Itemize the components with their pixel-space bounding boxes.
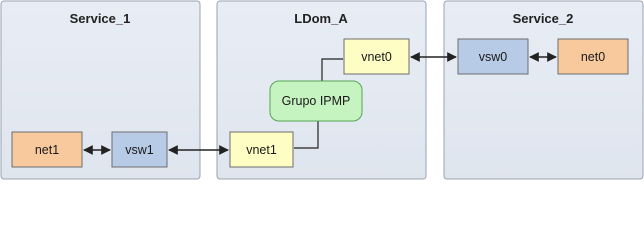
ipmp-to-vnet0-line	[321, 58, 343, 81]
service1-title: Service_1	[70, 11, 131, 26]
service2-panel	[443, 0, 644, 180]
vnet1-label: vnet1	[246, 143, 277, 157]
vnet1-node: vnet1	[229, 131, 294, 168]
vnet0-label: vnet0	[361, 50, 392, 64]
ldom-a-title: LDom_A	[294, 11, 348, 26]
ipmp-to-vnet1-line	[294, 121, 319, 149]
ipmp-group-node: Grupo IPMP	[269, 80, 363, 122]
net1-label: net1	[35, 143, 59, 157]
vnet0-node: vnet0	[343, 38, 410, 75]
diagram: Service_1 LDom_A Service_2 net1 vsw1 vne…	[0, 0, 644, 180]
net1-node: net1	[11, 131, 83, 168]
vsw0-node: vsw0	[457, 38, 529, 75]
net0-label: net0	[581, 50, 605, 64]
ipmp-group-label: Grupo IPMP	[282, 94, 351, 108]
vsw1-label: vsw1	[125, 143, 154, 157]
net0-node: net0	[557, 38, 629, 75]
vsw0-label: vsw0	[479, 50, 508, 64]
service2-title: Service_2	[513, 11, 574, 26]
vsw1-node: vsw1	[111, 131, 168, 168]
diagram-canvas: Service_1 LDom_A Service_2 net1 vsw1 vne…	[0, 0, 644, 180]
